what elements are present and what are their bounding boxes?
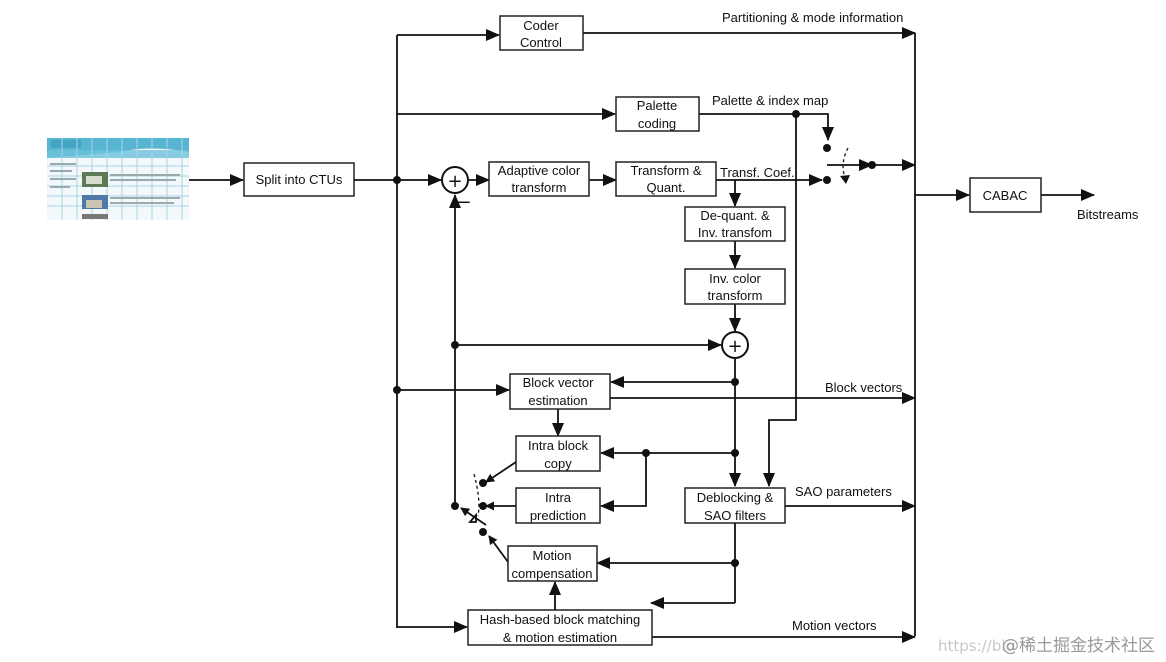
svg-text:Coder: Coder: [523, 18, 559, 33]
svg-text:CABAC: CABAC: [983, 188, 1028, 203]
switch-output-dot: [868, 161, 876, 169]
signal-paths: [189, 27, 1095, 643]
svg-text:Intra block: Intra block: [528, 438, 588, 453]
junction-dot: [393, 386, 401, 394]
summing-node-residual: + −: [441, 166, 472, 213]
block-intra-block-copy: Intra block copy: [515, 435, 601, 472]
svg-text:Motion: Motion: [532, 548, 571, 563]
selector-contact-ibc: [479, 479, 487, 487]
junction-dot: [792, 110, 800, 118]
svg-text:Palette: Palette: [637, 98, 677, 113]
plus-sign: +: [447, 171, 462, 192]
svg-text:& motion estimation: & motion estimation: [503, 630, 617, 645]
svg-text:Inv. transfom: Inv. transfom: [698, 225, 772, 240]
svg-text:Control: Control: [520, 35, 562, 50]
minus-sign: −: [456, 192, 471, 213]
svg-text:Transform &: Transform &: [630, 163, 701, 178]
block-split-ctus: Split into CTUs: [243, 162, 355, 197]
switch-contact-coef: [823, 176, 831, 184]
block-intra-prediction: Intra prediction: [515, 487, 601, 524]
selector-arc-arrowhead: [468, 512, 477, 523]
svg-text:Adaptive color: Adaptive color: [498, 163, 581, 178]
svg-text:prediction: prediction: [530, 508, 586, 523]
plus-sign: +: [727, 336, 742, 357]
svg-text:transform: transform: [512, 180, 567, 195]
junction-dot: [451, 502, 459, 510]
webpage-thumbnail-icon: [47, 138, 189, 220]
svg-text:Block vector: Block vector: [523, 375, 594, 390]
block-hash-based-matching: Hash-based block matching & motion estim…: [467, 609, 653, 646]
svg-text:De-quant. &: De-quant. &: [700, 208, 770, 223]
selector-lever: [460, 507, 487, 526]
switch-arc-arrowhead: [840, 175, 850, 184]
arrow-palette-to-switch: [699, 113, 834, 141]
junction-dot: [731, 378, 739, 386]
block-deblocking-sao: Deblocking & SAO filters: [684, 487, 786, 524]
junction-dot: [393, 176, 401, 184]
svg-text:Deblocking &: Deblocking &: [697, 490, 774, 505]
junction-dot: [451, 341, 459, 349]
svg-text:Quant.: Quant.: [646, 180, 685, 195]
label-transf-coef: Transf. Coef.: [720, 165, 795, 180]
switch-contact-palette: [823, 144, 831, 152]
label-motion-vectors: Motion vectors: [792, 618, 877, 633]
svg-text:compensation: compensation: [512, 566, 593, 581]
selector-contact-mc: [479, 528, 487, 536]
svg-text:copy: copy: [544, 456, 572, 471]
svg-text:Hash-based block matching: Hash-based block matching: [480, 612, 640, 627]
label-bitstreams: Bitstreams: [1077, 207, 1139, 222]
svg-text:transform: transform: [708, 288, 763, 303]
watermark-url: https://blo: [938, 637, 1015, 655]
block-transform-quant: Transform & Quant.: [615, 161, 717, 197]
svg-text:SAO filters: SAO filters: [704, 508, 767, 523]
selector-dashed-arc: [473, 473, 480, 517]
block-motion-compensation: Motion compensation: [507, 545, 598, 582]
summing-node-reconstruction: +: [721, 331, 749, 359]
junction-dots: [393, 110, 876, 567]
arrow-recon-to-intra: [600, 453, 647, 512]
svg-text:estimation: estimation: [528, 393, 587, 408]
watermark-text: @稀土掘金技术社区: [1002, 636, 1155, 656]
label-partitioning-mode-info: Partitioning & mode information: [722, 10, 903, 25]
label-block-vectors: Block vectors: [825, 380, 903, 395]
arrow-ibc-to-selector: [485, 461, 517, 483]
switch-dashed-arc: [842, 147, 849, 179]
arrow-palette-to-deblocking: [763, 114, 797, 487]
block-block-vector-estimation: Block vector estimation: [509, 373, 611, 410]
junction-dot: [731, 559, 739, 567]
label-sao-parameters: SAO parameters: [795, 484, 892, 499]
junction-dot: [642, 449, 650, 457]
block-cabac: CABAC: [969, 177, 1042, 213]
block-coder-control: Coder Control: [499, 15, 584, 51]
svg-text:Intra: Intra: [545, 490, 572, 505]
selector-contact-intra: [479, 502, 487, 510]
arrow-mc-to-selector: [488, 535, 509, 563]
label-palette-index-map: Palette & index map: [712, 93, 828, 108]
block-adaptive-color-transform: Adaptive color transform: [488, 161, 590, 197]
svg-text:Split into CTUs: Split into CTUs: [256, 172, 343, 187]
block-palette-coding: Palette coding: [615, 96, 700, 132]
svg-text:Inv. color: Inv. color: [709, 271, 761, 286]
block-dequant-inv-transform: De-quant. & Inv. transfom: [684, 206, 786, 242]
junction-dot: [731, 449, 739, 457]
block-inv-color-transform: Inv. color transform: [684, 268, 786, 305]
svg-text:coding: coding: [638, 116, 676, 131]
